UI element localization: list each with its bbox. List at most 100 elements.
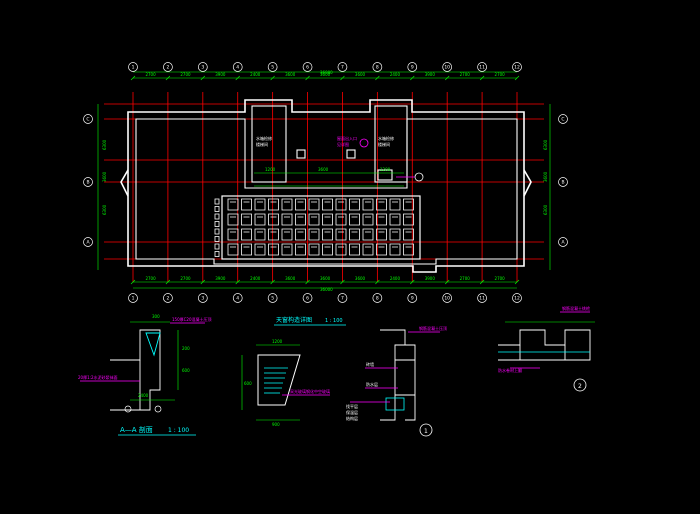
top-dim-tick [165,75,171,81]
top-dim-value: 3900 [215,72,226,77]
top-dim-value: 2400 [390,72,401,77]
skylight-cell [227,213,239,226]
top-dim-value: 3600 [285,72,296,77]
skylight-edge-left [214,251,220,257]
left-dim-value: 6300 [102,139,107,150]
wall-note-1: 钢筋混凝土压顶 [419,325,447,331]
skylight-cell [322,198,333,211]
room-right-label-2: 楼梯间 [378,141,390,147]
skylight-cell [389,198,401,211]
bottom-dim-chain [130,279,520,285]
skylight-cell [362,198,374,211]
axis-top-12-label: 12 [514,65,520,71]
top-dim-tick [514,75,520,81]
skylight-cell [308,243,320,256]
skylight-cell [281,198,293,211]
top-dim-chain [130,75,520,81]
skylight-cell [241,213,252,226]
room-left-label-2: 楼梯间 [256,141,268,147]
skylight-cell [308,198,320,211]
skylight-cell [241,228,252,241]
bottom-dim-total: 36000 [320,287,333,292]
axis-top-8-label: 8 [376,65,379,71]
axis-left-C [83,114,93,124]
skylight-cell [349,243,360,256]
skylight-cell [349,228,360,241]
skylight-edge-left [214,228,220,235]
axis-top-9 [407,62,418,72]
mid-dim-line [254,172,404,187]
bottom-dim-tick [479,279,485,285]
skylight-cell [241,243,252,256]
skylight-cell [376,198,387,211]
bottom-dim-value: 3600 [285,276,296,281]
top-dim-value: 2400 [250,72,261,77]
eave-detail: 钢筋混凝土挑檐 防水卷材上翻 2 [498,305,595,392]
skylight-scale: 1 : 100 [325,318,343,324]
axis-left-C-label: C [86,117,89,123]
axis-top-12 [512,62,522,72]
right-dim-value: 3600 [543,171,548,182]
section-a-dim-3: 600 [182,368,190,373]
right-dim-value: 6300 [543,139,548,150]
axis-top-3 [197,62,208,72]
axis-bottom-5-label: 5 [271,296,274,302]
eave-detail-marker [573,378,587,392]
axis-left-B [83,177,93,187]
bottom-dim-tick [340,279,345,285]
skylight-cell [268,213,279,226]
skylight-grid [214,198,414,257]
skylight-edge-left [214,236,220,242]
axis-top-11 [477,62,487,72]
section-a-note-top: 150厚C20混凝土压顶 [172,316,212,322]
section-a-detail: 150厚C20混凝土压顶 20厚1:2水泥砂浆抹面 300 200 600 24… [78,314,212,436]
top-dim-tick [130,75,136,81]
bottom-dim-value: 3600 [355,276,366,281]
section-a-dim-1: 300 [152,314,160,319]
skylight-cell [254,228,266,241]
top-dim-tick [444,75,450,81]
skylight-cell [227,198,239,211]
axis-top-3-label: 3 [201,65,204,71]
building-outline [120,99,532,273]
skylight-cell [227,243,239,256]
top-dim-tick [235,75,240,81]
wall-note-6: 结构层 [346,415,358,421]
skylight-cell [268,243,279,256]
bottom-dim-value: 3900 [215,276,226,281]
left-dim-value: 3600 [102,171,107,182]
skylight-slats [264,367,288,394]
bottom-dim-tick [165,279,171,285]
section-a-title: A—A 剖面 [120,425,153,434]
skylight-cell [362,243,374,256]
skylight-cell [335,213,347,226]
bottom-dim-value: 2700 [145,276,156,281]
axis-bottom-8-label: 8 [376,296,379,302]
skylight-cell [295,243,306,256]
axis-right-A [558,237,568,247]
bottom-dim-value: 2700 [180,276,191,281]
room-right-label-1: 水箱检修 [378,135,394,141]
skylight-cell [389,243,401,256]
axis-top-4-label: 4 [236,65,239,71]
stair-rooms [251,105,408,183]
skylight-cell [403,228,414,241]
axis-top-5 [267,62,278,72]
axis-top-6-label: 6 [306,65,309,71]
axis-top-2 [163,62,173,72]
skylight-cell [241,198,252,211]
mid-dim-2: 3600 [318,167,329,172]
bottom-dim-value: 2700 [495,276,506,281]
skylight-cell [268,228,279,241]
bottom-dim-value: 2400 [250,276,261,281]
axis-top-4 [232,62,243,72]
axis-bottom-10 [442,293,453,303]
skylight-cell [403,198,414,211]
axis-bottom-1 [128,293,138,303]
left-dim-value: 6300 [102,204,107,215]
top-dim-value: 3600 [320,72,331,77]
axis-bottom-2-label: 2 [166,296,169,302]
top-dim-value: 2700 [495,72,506,77]
